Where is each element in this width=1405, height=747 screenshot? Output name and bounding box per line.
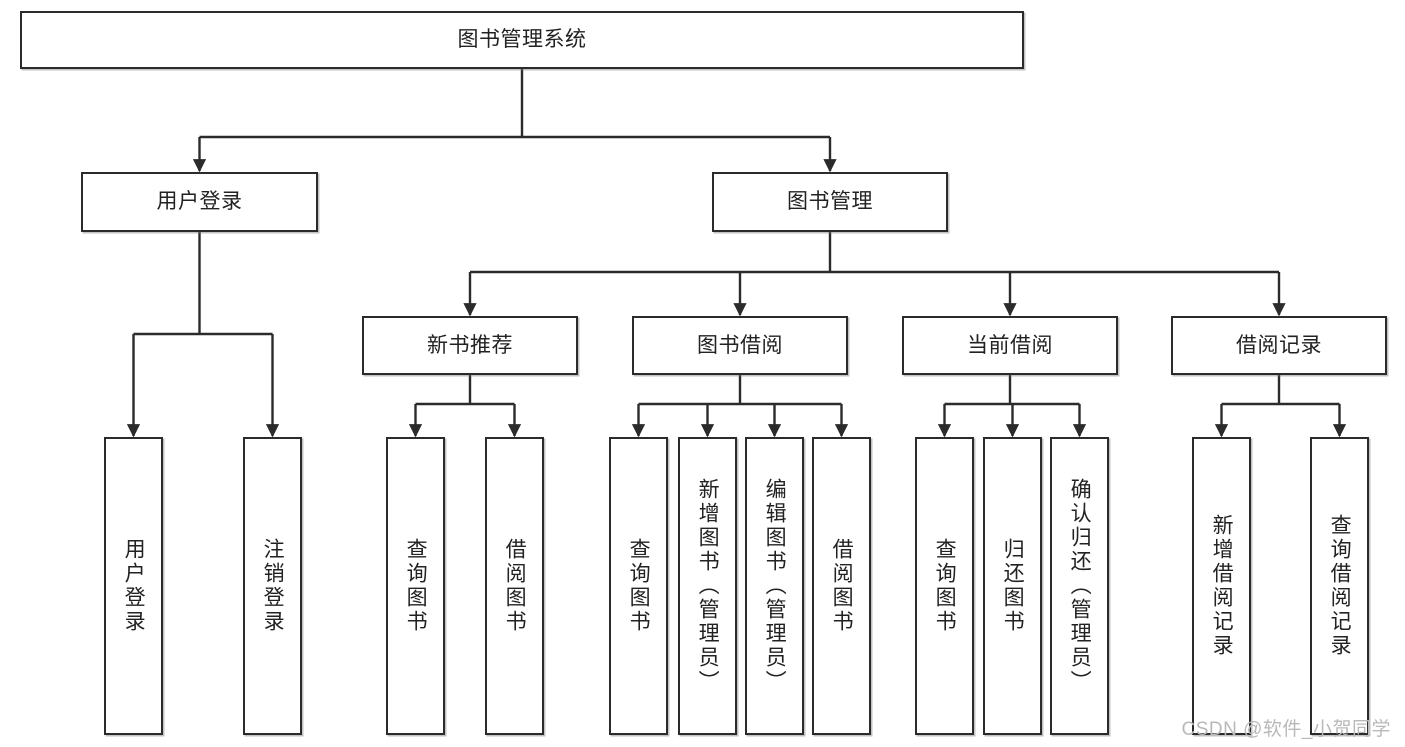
node-records[interactable]: 借阅记录 — [1171, 316, 1387, 375]
node-label: 当前借阅 — [967, 333, 1053, 357]
node-login[interactable]: 用户登录 — [81, 172, 318, 232]
node-label: 用户登录 — [122, 538, 146, 634]
edge-layer — [126, 69, 1347, 438]
node-label: 注销登录 — [261, 538, 285, 634]
node-label: 查询图书 — [404, 538, 428, 634]
node-l-edit[interactable]: 编辑图书（管理员） — [745, 437, 804, 735]
watermark: CSDN @软件_小贺同学 — [1181, 719, 1391, 740]
node-label: 用户登录 — [156, 190, 243, 214]
node-label: 新增图书（管理员） — [696, 478, 720, 694]
node-label: 图书借阅 — [697, 333, 783, 357]
node-l-logout[interactable]: 注销登录 — [243, 437, 302, 735]
node-newbook[interactable]: 新书推荐 — [362, 316, 578, 375]
node-label: 确认归还（管理员） — [1068, 478, 1092, 694]
node-label: 图书管理 — [787, 190, 873, 214]
node-l-addrec[interactable]: 新增借阅记录 — [1192, 437, 1251, 735]
node-l-return[interactable]: 归还图书 — [983, 437, 1042, 735]
node-label: 编辑图书（管理员） — [763, 478, 787, 694]
node-label: 归还图书 — [1001, 538, 1025, 634]
node-label: 新书推荐 — [427, 333, 513, 357]
node-label: 借阅图书 — [830, 538, 854, 634]
node-l-q3[interactable]: 查询图书 — [915, 437, 974, 735]
node-l-b1[interactable]: 借阅图书 — [485, 437, 544, 735]
node-bookmgmt[interactable]: 图书管理 — [712, 172, 948, 232]
node-l-q2[interactable]: 查询图书 — [609, 437, 668, 735]
node-root[interactable]: 图书管理系统 — [20, 11, 1024, 69]
node-label: 借阅图书 — [503, 538, 527, 634]
node-l-b2[interactable]: 借阅图书 — [812, 437, 871, 735]
node-label: 借阅记录 — [1236, 333, 1322, 357]
node-label: 查询图书 — [933, 538, 957, 634]
node-l-q1[interactable]: 查询图书 — [386, 437, 445, 735]
node-l-confirm[interactable]: 确认归还（管理员） — [1050, 437, 1109, 735]
node-label: 图书管理系统 — [457, 28, 587, 52]
node-label: 查询图书 — [627, 538, 651, 634]
node-current[interactable]: 当前借阅 — [902, 316, 1118, 375]
node-l-add[interactable]: 新增图书（管理员） — [678, 437, 737, 735]
node-l-qrec[interactable]: 查询借阅记录 — [1310, 437, 1369, 735]
node-label: 查询借阅记录 — [1328, 514, 1352, 658]
node-borrow[interactable]: 图书借阅 — [632, 316, 848, 375]
node-label: 新增借阅记录 — [1210, 514, 1234, 658]
node-l-userlogin[interactable]: 用户登录 — [104, 437, 163, 735]
